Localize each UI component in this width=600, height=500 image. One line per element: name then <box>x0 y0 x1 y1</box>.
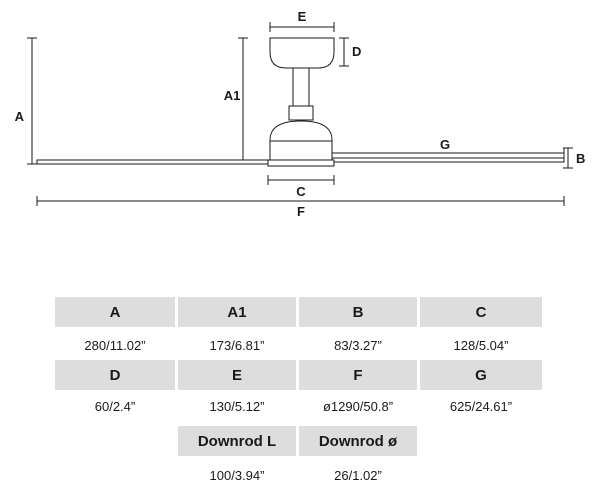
label-d: D <box>352 44 361 59</box>
spec-value-f: ø1290/50.8” <box>322 398 394 414</box>
label-g: G <box>440 137 450 152</box>
canopy <box>269 37 335 69</box>
spec-header-a1: A1 <box>178 297 296 327</box>
spec-header-g: G <box>420 360 542 390</box>
spec-value-e: 130/5.12” <box>209 398 265 414</box>
spec-header-c: C <box>420 297 542 327</box>
spec-header-downrod-diameter: Downrod ø <box>299 426 417 456</box>
spec-header-d: D <box>55 360 175 390</box>
spec-header-a: A <box>55 297 175 327</box>
spec-value-downrod-length: 100/3.94” <box>209 467 265 483</box>
label-b: B <box>576 151 585 166</box>
label-e: E <box>298 9 307 24</box>
spec-value-d: 60/2.4” <box>94 398 136 414</box>
fan-dimension-diagram: E D A A1 G B C F <box>15 9 586 219</box>
label-c: C <box>296 184 306 199</box>
downrod <box>292 67 310 107</box>
spec-header-f: F <box>299 360 417 390</box>
spec-header-e: E <box>178 360 296 390</box>
label-a: A <box>15 109 25 124</box>
spec-header-b: B <box>299 297 417 327</box>
label-f: F <box>297 204 305 219</box>
spec-value-c: 128/5.04” <box>453 337 509 353</box>
spec-value-downrod-diameter: 26/1.02” <box>334 467 382 483</box>
blade-left <box>36 159 271 165</box>
spec-header-downrod-length: Downrod L <box>178 426 296 456</box>
downrod-coupler <box>288 105 314 121</box>
label-a1: A1 <box>224 88 241 103</box>
spec-value-a: 280/11.02” <box>84 337 146 353</box>
spec-value-a1: 173/6.81” <box>209 337 265 353</box>
motor-bottom <box>267 159 335 167</box>
spec-value-g: 625/24.61” <box>449 398 513 414</box>
spec-value-b: 83/3.27” <box>334 337 382 353</box>
blade-right <box>331 157 565 163</box>
